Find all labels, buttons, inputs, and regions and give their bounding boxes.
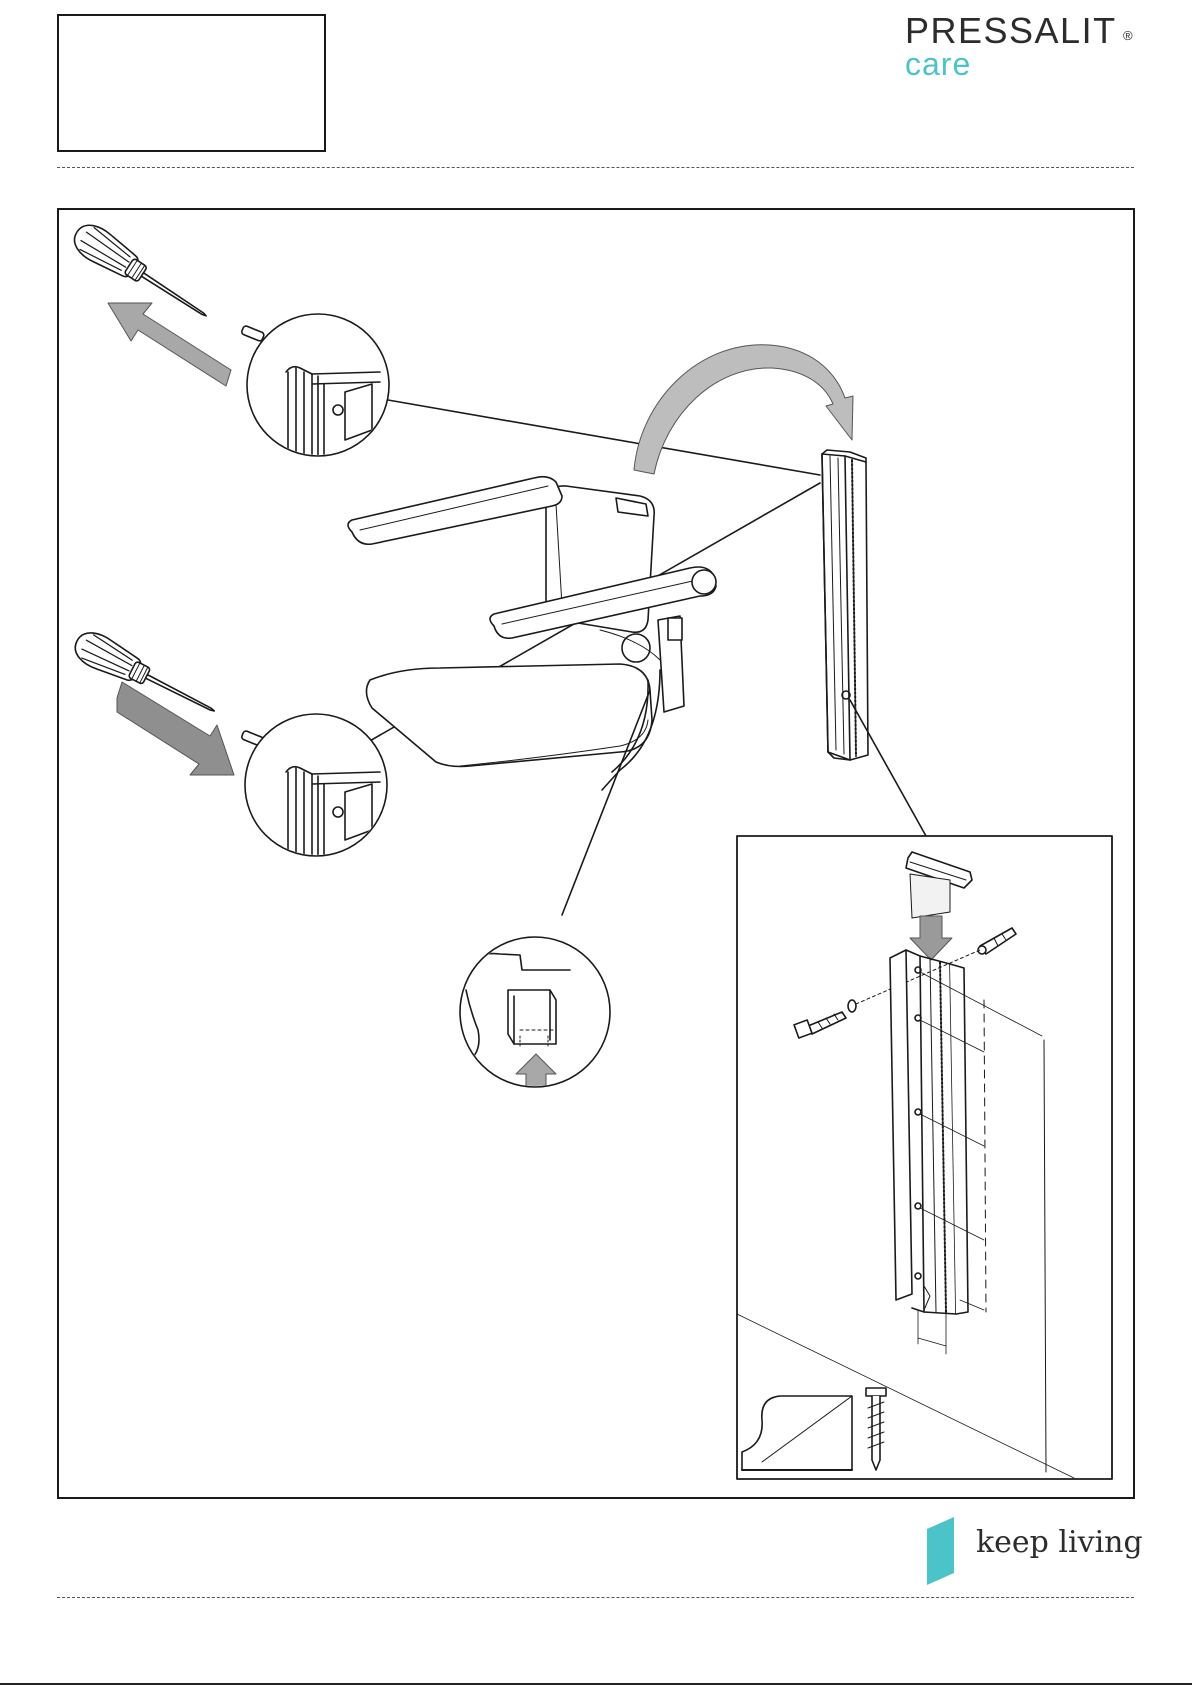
detail-circle-hinge — [460, 937, 610, 1110]
arrow-icon — [108, 303, 231, 386]
arrow-icon — [634, 345, 853, 474]
leader-line — [388, 400, 820, 475]
tagline: keep living — [924, 1517, 1136, 1585]
tagline-text: keep living — [976, 1525, 1143, 1560]
leader-line — [850, 700, 926, 836]
inset-mounting-detail — [737, 836, 1112, 1479]
shower-seat-icon — [348, 477, 716, 790]
arrow-icon — [117, 682, 234, 775]
detail-circle-lower — [245, 714, 387, 860]
wall-rail-icon — [822, 450, 868, 760]
detail-circle-upper — [247, 314, 389, 460]
bottom-divider — [57, 1597, 1134, 1598]
brand-mark-icon — [924, 1517, 958, 1585]
